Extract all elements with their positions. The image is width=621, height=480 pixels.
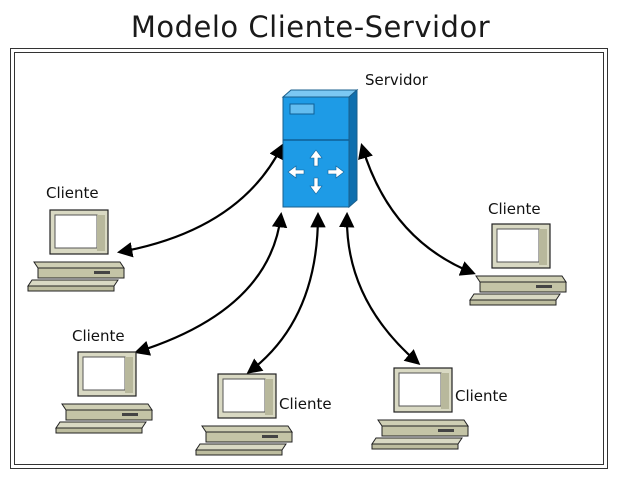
diagram-frame-outer — [10, 48, 608, 469]
network-server-icon — [281, 88, 359, 209]
diagram-frame-inner — [14, 52, 604, 465]
connection-client-4 — [339, 211, 421, 366]
connection-client-2 — [134, 211, 288, 356]
client-label-3: Cliente — [279, 395, 332, 413]
client-computer-5 — [469, 223, 567, 306]
client-label-4: Cliente — [455, 387, 508, 405]
diagram-title: Modelo Cliente-Servidor — [130, 10, 491, 44]
client-computer-1 — [27, 209, 125, 292]
connection-client-5 — [358, 143, 476, 276]
client-label-2: Cliente — [72, 327, 125, 345]
connection-client-1 — [116, 143, 284, 258]
client-computer-2 — [55, 351, 153, 434]
client-label-1: Cliente — [46, 184, 99, 202]
client-computer-3 — [195, 373, 293, 456]
server-label: Servidor — [365, 71, 429, 89]
client-label-5: Cliente — [488, 200, 541, 218]
client-computer-4 — [371, 367, 469, 450]
connection-client-3 — [246, 211, 326, 374]
